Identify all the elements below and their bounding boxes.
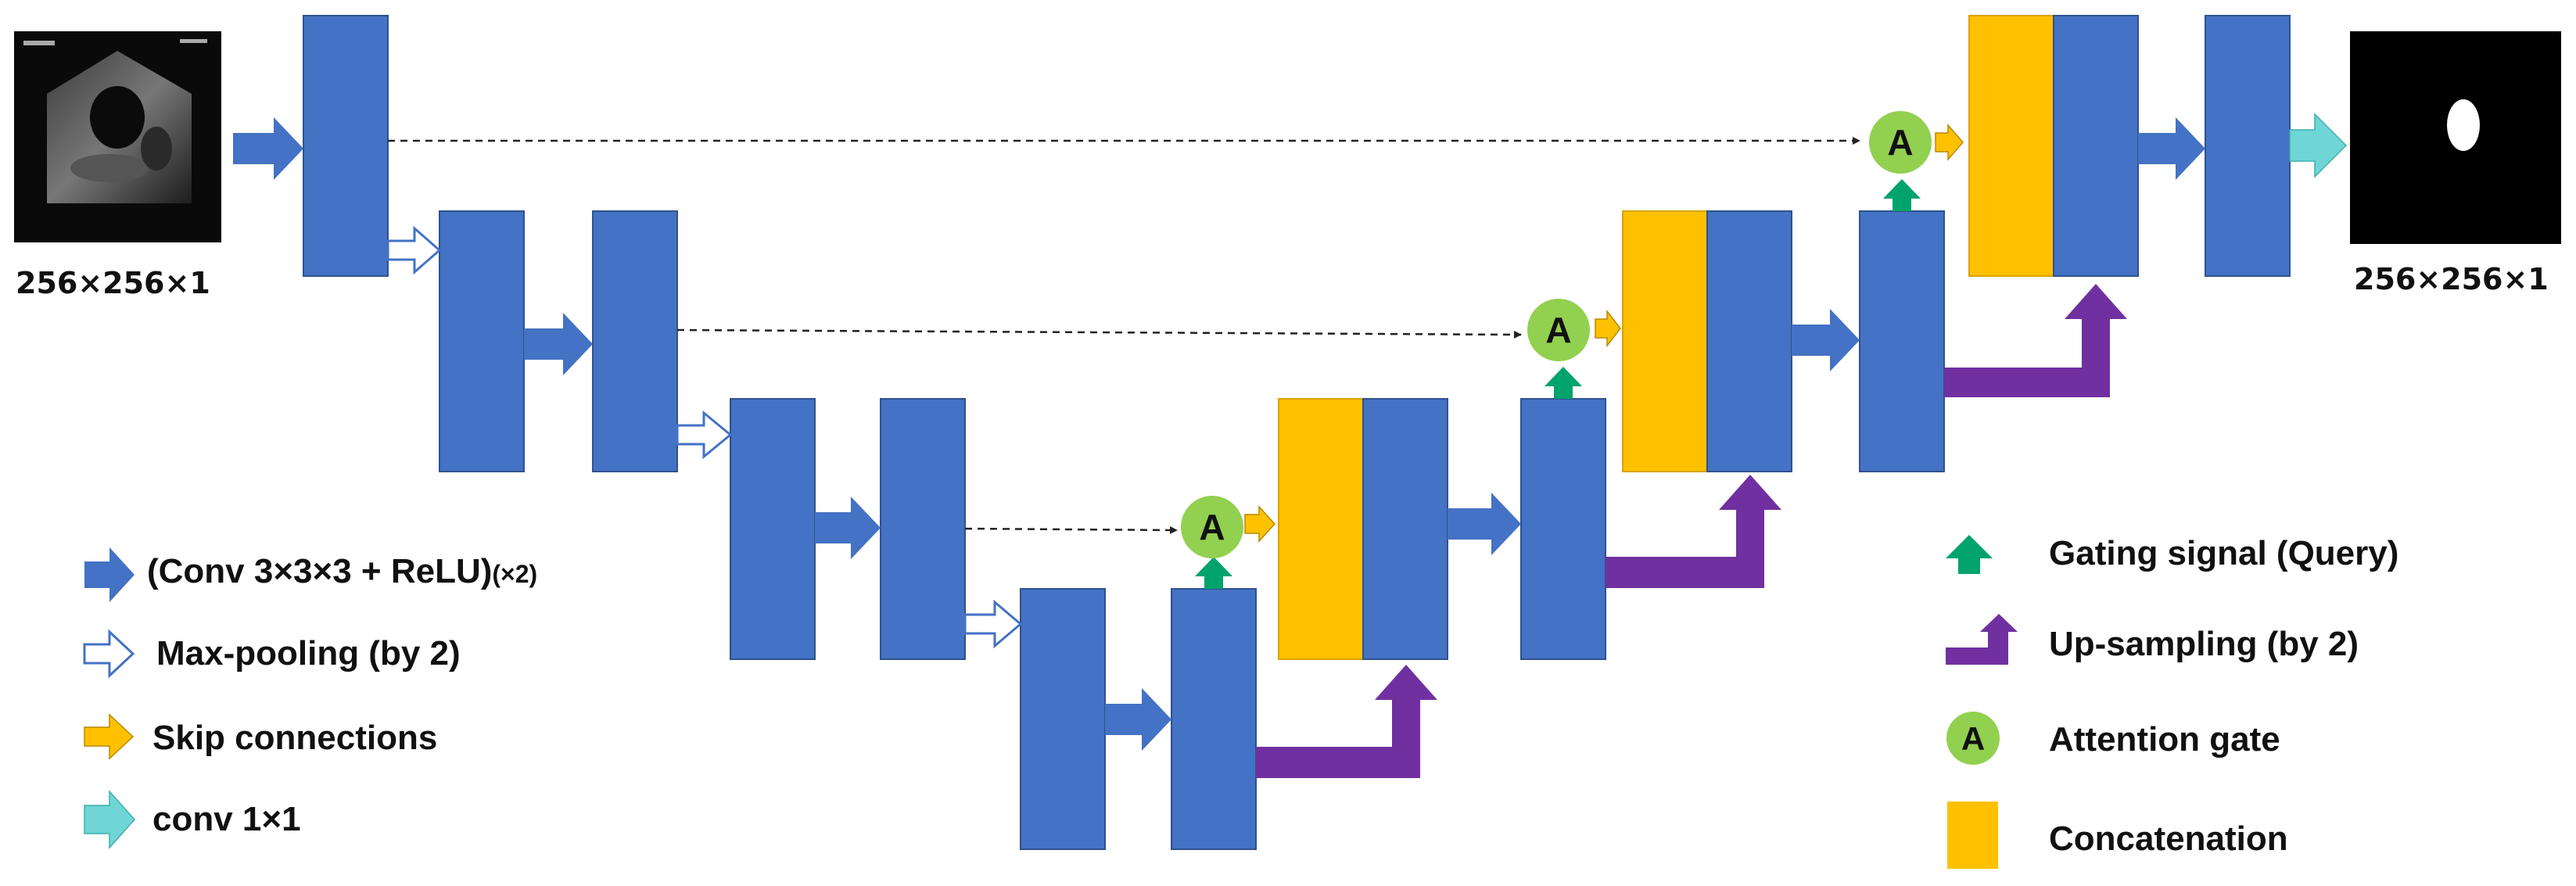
attention-gates: A A A xyxy=(1181,111,1932,558)
attention-gate-icon xyxy=(1527,299,1590,361)
conv1x1-arrow-icon xyxy=(2289,113,2348,178)
enc2a-block xyxy=(439,210,525,472)
skip-line-3 xyxy=(964,526,1178,534)
attention-gate-letter: A xyxy=(1199,507,1225,547)
skip-arrow-icon xyxy=(1595,309,1621,348)
conv-arrow-icon xyxy=(524,313,593,375)
gating-arrow-icon xyxy=(1883,179,1921,211)
legend-attention-label: Attention gate xyxy=(2049,720,2280,759)
output-mask xyxy=(2350,31,2561,244)
attention-gate-letter: A xyxy=(1887,122,1913,163)
input-dims: 256×256×1 xyxy=(16,266,210,300)
skip-arrows xyxy=(1244,123,1964,543)
upsampling-arrows xyxy=(1256,284,2127,778)
skip-arrow-icon xyxy=(1244,505,1276,543)
maxpool-arrow-icon xyxy=(676,410,733,460)
skip-arrow-icon xyxy=(1935,123,1964,162)
legend-maxpool-label: Max-pooling (by 2) xyxy=(156,634,461,673)
attention-gate-icon xyxy=(1869,111,1932,174)
maxpool-arrow-icon xyxy=(386,225,442,275)
conv-arrow-icon xyxy=(2138,117,2205,180)
concat-block-icon xyxy=(1947,802,1998,869)
maxpool-arrow-icon xyxy=(83,629,135,679)
upsampling-arrow-icon xyxy=(1946,614,2018,665)
legend-skip-label: Skip connections xyxy=(152,719,437,757)
bottleneck-a-block xyxy=(1020,588,1106,850)
legend-conv1x1-label: conv 1×1 xyxy=(152,800,301,838)
enc2b-block xyxy=(592,210,678,472)
legend-conv-suffix: (×2) xyxy=(492,560,537,588)
legend-gating-label: Gating signal (Query) xyxy=(2049,534,2398,572)
attention-gate-2: A xyxy=(1527,299,1590,361)
bottleneck-b-block xyxy=(1171,588,1257,850)
dec3-conv-block xyxy=(1362,398,1448,660)
maxpool-arrow-icon xyxy=(963,599,1023,649)
skip-line-2 xyxy=(676,328,1522,339)
encoder xyxy=(303,15,1257,850)
output-dims: 256×256×1 xyxy=(2354,262,2549,296)
gating-arrows xyxy=(1195,179,1921,589)
upsampling-arrow-icon xyxy=(1256,665,1437,778)
enc3b-block xyxy=(880,398,966,660)
conv-arrow-icon xyxy=(1448,493,1521,555)
conv-arrow-icon xyxy=(1105,688,1171,751)
legend-conv-main: (Conv 3×3×3 + ReLU) xyxy=(147,552,492,590)
maxpool-arrows xyxy=(386,225,1023,649)
upsampling-arrow-icon xyxy=(1606,475,1781,588)
enc3a-block xyxy=(730,398,816,660)
dec1-conv-block xyxy=(2053,15,2139,277)
conv-arrow-icon xyxy=(1792,309,1860,371)
conv-arrow-icon xyxy=(84,547,135,602)
dec1-out-block xyxy=(2205,15,2291,277)
conv-arrow-icon xyxy=(815,497,881,559)
dec1-concat-block xyxy=(1968,15,2054,277)
dec3-concat-block xyxy=(1278,398,1364,660)
enc1-block xyxy=(303,15,389,277)
attention-gate-3: A xyxy=(1181,496,1243,558)
attention-gate-letter: A xyxy=(1545,310,1571,350)
legend-conv-label: (Conv 3×3×3 + ReLU)(×2) xyxy=(147,552,537,590)
dec2-out-block xyxy=(1859,210,1945,472)
legend-concat-label: Concatenation xyxy=(2049,820,2288,858)
gating-arrow-icon xyxy=(1545,367,1582,399)
legend-left: (Conv 3×3×3 + ReLU)(×2) Max-pooling (by … xyxy=(83,547,537,849)
upsampling-arrow-icon xyxy=(1944,284,2127,397)
attention-gate-1: A xyxy=(1869,111,1932,174)
legend-right: Gating signal (Query) Up-sampling (by 2)… xyxy=(1946,534,2398,869)
conv1x1-arrow-icon xyxy=(84,790,136,849)
skip-arrow-icon xyxy=(84,713,135,760)
legend-upsampling-label: Up-sampling (by 2) xyxy=(2049,625,2359,663)
legend-attention-letter: A xyxy=(1961,720,1985,757)
gating-arrow-icon xyxy=(1946,535,1993,574)
gating-arrow-icon xyxy=(1195,557,1232,589)
conv-arrows xyxy=(233,117,2205,751)
dec3-out-block xyxy=(1520,398,1606,660)
attention-gate-icon xyxy=(1946,712,2000,765)
input-image xyxy=(14,31,221,242)
attention-gate-icon xyxy=(1181,496,1243,558)
dec2-conv-block xyxy=(1706,210,1792,472)
conv-arrow-icon xyxy=(233,117,303,180)
dec2-concat-block xyxy=(1622,210,1708,472)
skip-lines xyxy=(388,137,1860,534)
